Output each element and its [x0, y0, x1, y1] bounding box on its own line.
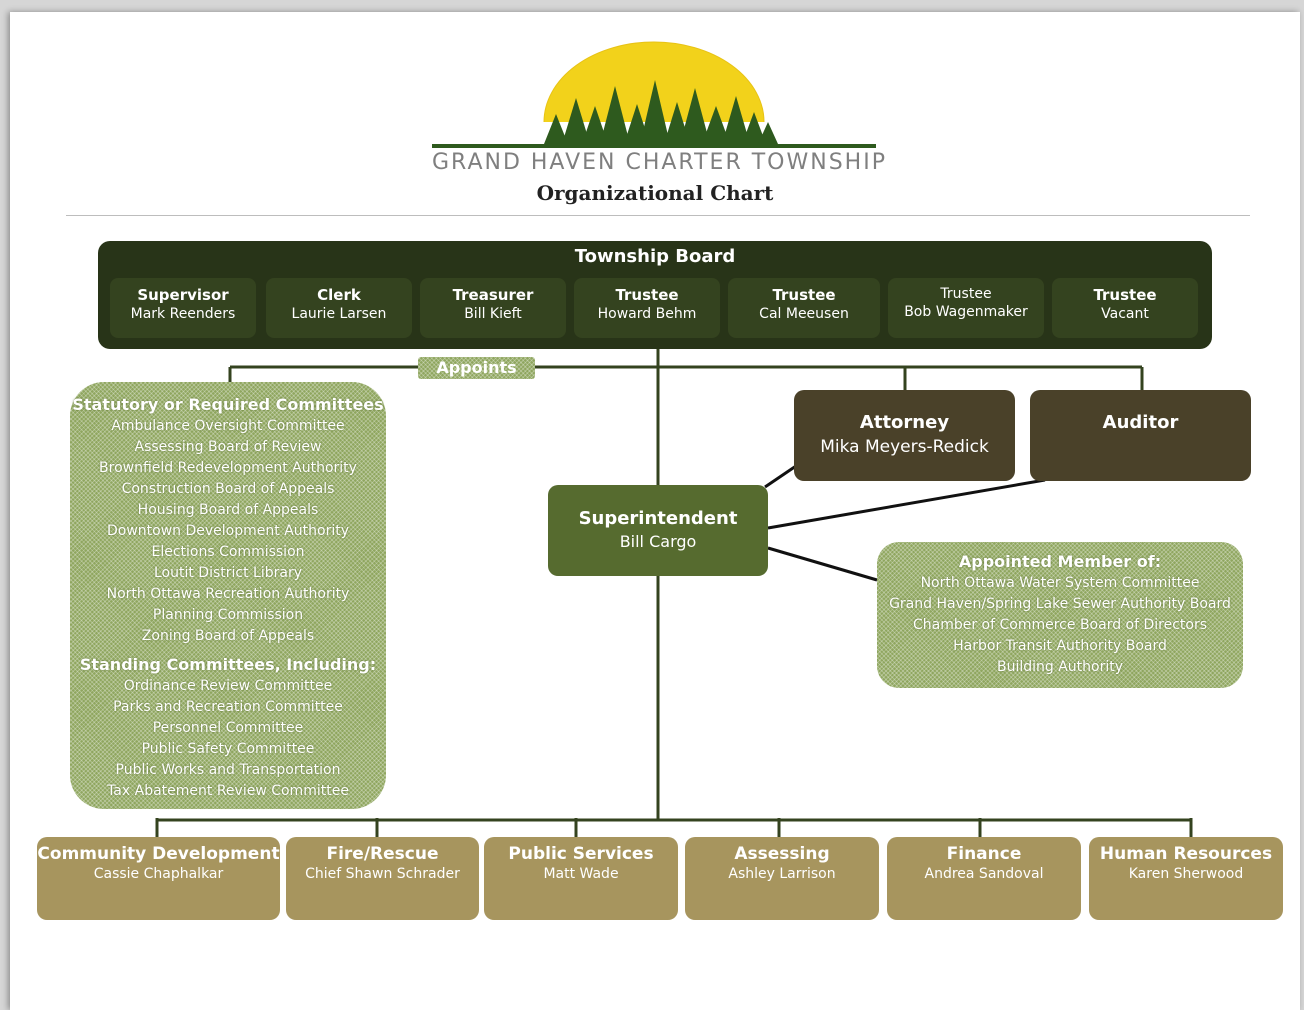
member-name: Vacant [1101, 306, 1149, 322]
member-name: Cal Meeusen [759, 306, 849, 322]
dept-name: Cassie Chaphalkar [93, 866, 224, 882]
dept-community-development: Community Development Cassie Chaphalkar [37, 837, 280, 920]
board-member-clerk: Clerk Laurie Larsen [266, 278, 412, 338]
member-name: Bob Wagenmaker [904, 304, 1028, 320]
dept-fire-rescue: Fire/Rescue Chief Shawn Schrader [286, 837, 479, 920]
board-title: Township Board [574, 246, 736, 267]
committee-item: Zoning Board of Appeals [141, 628, 315, 644]
appointed-item: Harbor Transit Authority Board [953, 638, 1167, 654]
committee-item: Construction Board of Appeals [121, 481, 335, 497]
dept-name: Ashley Larrison [728, 866, 836, 882]
dept-title: Assessing [734, 844, 830, 864]
committees-box: Statutory or Required Committees Ambulan… [70, 382, 386, 809]
member-title: Trustee [615, 286, 679, 304]
attorney-name: Mika Meyers-Redick [820, 437, 989, 457]
board-member-trustee-behm: Trustee Howard Behm [574, 278, 720, 338]
committee-item: North Ottawa Recreation Authority [106, 586, 350, 602]
township-logo-icon [432, 41, 876, 148]
member-title: Clerk [317, 286, 361, 304]
committee-item: Tax Abatement Review Committee [107, 783, 349, 799]
appointed-item: Grand Haven/Spring Lake Sewer Authority … [889, 596, 1231, 612]
appointed-item: Chamber of Commerce Board of Directors [912, 617, 1208, 633]
township-board: Township Board Supervisor Mark Reenders … [98, 241, 1212, 349]
auditor-box: Auditor [1030, 390, 1251, 481]
superintendent-name: Bill Cargo [619, 532, 697, 551]
member-name: Howard Behm [597, 306, 697, 322]
committee-item: Parks and Recreation Committee [113, 699, 343, 715]
appoints-label: Appoints [418, 357, 535, 379]
committee-item: Downtown Development Authority [107, 523, 349, 539]
auditor-title: Auditor [1102, 412, 1179, 433]
appointed-item: North Ottawa Water System Committee [920, 575, 1200, 591]
dept-title: Community Development [37, 844, 280, 864]
attorney-title: Attorney [859, 412, 950, 433]
statutory-heading: Statutory or Required Committees [72, 395, 384, 414]
dept-title: Fire/Rescue [326, 844, 439, 864]
dept-public-services: Public Services Matt Wade [484, 837, 678, 920]
dept-finance: Finance Andrea Sandoval [887, 837, 1081, 920]
appointed-heading: Appointed Member of: [958, 552, 1162, 571]
superintendent-title: Superintendent [578, 508, 738, 529]
committee-item: Ordinance Review Committee [123, 678, 333, 694]
committee-item: Assessing Board of Review [134, 439, 322, 455]
appointed-member-box: Appointed Member of: North Ottawa Water … [877, 542, 1243, 688]
superintendent-box: Superintendent Bill Cargo [548, 485, 768, 576]
board-member-trustee-meeusen: Trustee Cal Meeusen [728, 278, 880, 338]
dept-assessing: Assessing Ashley Larrison [685, 837, 879, 920]
member-title: Supervisor [137, 286, 229, 304]
dept-name: Chief Shawn Schrader [305, 866, 460, 882]
committee-item: Loutit District Library [154, 565, 302, 581]
committee-item: Housing Board of Appeals [137, 502, 319, 518]
divider [66, 215, 1250, 216]
dept-name: Matt Wade [543, 866, 619, 882]
committee-item: Brownfield Redevelopment Authority [99, 460, 357, 476]
member-name: Laurie Larsen [291, 306, 387, 322]
attorney-box: Attorney Mika Meyers-Redick [794, 390, 1015, 481]
dept-human-resources: Human Resources Karen Sherwood [1089, 837, 1283, 920]
chart-title: Organizational Chart [536, 181, 774, 205]
board-member-treasurer: Treasurer Bill Kieft [420, 278, 566, 338]
committee-item: Ambulance Oversight Committee [111, 418, 345, 434]
dept-title: Public Services [508, 844, 654, 864]
dept-name: Karen Sherwood [1128, 866, 1244, 882]
board-member-trustee-vacant: Trustee Vacant [1052, 278, 1198, 338]
committee-item: Personnel Committee [152, 720, 304, 736]
member-title: Trustee [772, 286, 836, 304]
logo-text: GRAND HAVEN CHARTER TOWNSHIP [432, 150, 887, 175]
dept-title: Human Resources [1099, 844, 1273, 864]
dept-name: Andrea Sandoval [924, 866, 1044, 882]
standing-heading: Standing Committees, Including: [79, 655, 377, 674]
board-member-supervisor: Supervisor Mark Reenders [110, 278, 256, 338]
appointed-item: Building Authority [996, 659, 1124, 675]
member-name: Bill Kieft [464, 306, 522, 322]
committee-item: Public Safety Committee [141, 741, 315, 757]
committee-item: Elections Commission [151, 544, 305, 560]
member-title: Treasurer [452, 286, 534, 304]
board-member-trustee-wagenmaker: Trustee Bob Wagenmaker [888, 278, 1044, 338]
member-title: Trustee [940, 286, 992, 302]
member-name: Mark Reenders [130, 306, 236, 322]
committee-item: Planning Commission [152, 607, 304, 623]
committee-item: Public Works and Transportation [115, 762, 341, 778]
dept-title: Finance [946, 844, 1022, 864]
member-title: Trustee [1093, 286, 1157, 304]
